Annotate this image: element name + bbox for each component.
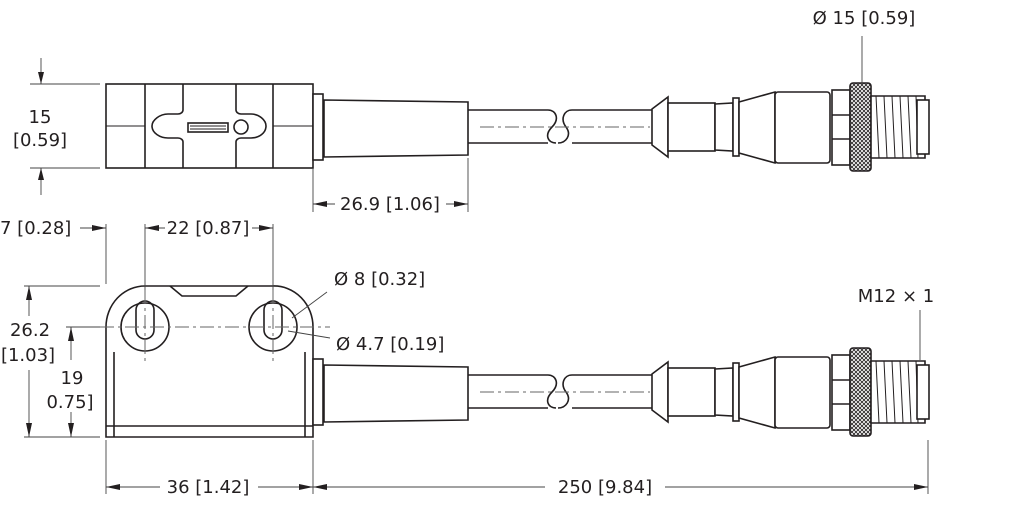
cable-connector-bottom bbox=[312, 347, 930, 437]
top-view bbox=[105, 82, 930, 172]
dim-offset-7: 7 [0.28] bbox=[0, 218, 71, 239]
thread-spec: M12 × 1 bbox=[858, 286, 934, 307]
front-view bbox=[100, 285, 930, 438]
cable-connector-top bbox=[312, 82, 930, 172]
dim-height-26-2: 26.2 bbox=[10, 320, 50, 341]
mounting-hole-top bbox=[233, 119, 249, 135]
dim-diameter-15: Ø 15 [0.59] bbox=[813, 8, 916, 29]
dim-height-15: 15 bbox=[29, 107, 52, 128]
dim-diameter-4-7: Ø 4.7 [0.19] bbox=[336, 334, 444, 355]
dim-length-250: 250 [9.84] bbox=[558, 477, 652, 498]
led-slot bbox=[187, 122, 229, 133]
dim-length-26-9: 26.9 [1.06] bbox=[340, 194, 440, 215]
dim-height-15-in: [0.59] bbox=[13, 130, 67, 151]
dim-height-19: 19 bbox=[61, 368, 84, 389]
dim-diameter-8: Ø 8 [0.32] bbox=[334, 269, 425, 290]
dimension-lines bbox=[24, 36, 929, 494]
dim-width-36: 36 [1.42] bbox=[167, 477, 250, 498]
dim-spacing-22: 22 [0.87] bbox=[167, 218, 250, 239]
dim-height-19-in: 0.75] bbox=[46, 392, 93, 413]
dim-height-26-2-in: [1.03] bbox=[1, 345, 55, 366]
dimension-labels: 15 [0.59] 26.9 [1.06] 7 [0.28] 22 [0.87]… bbox=[0, 8, 934, 498]
